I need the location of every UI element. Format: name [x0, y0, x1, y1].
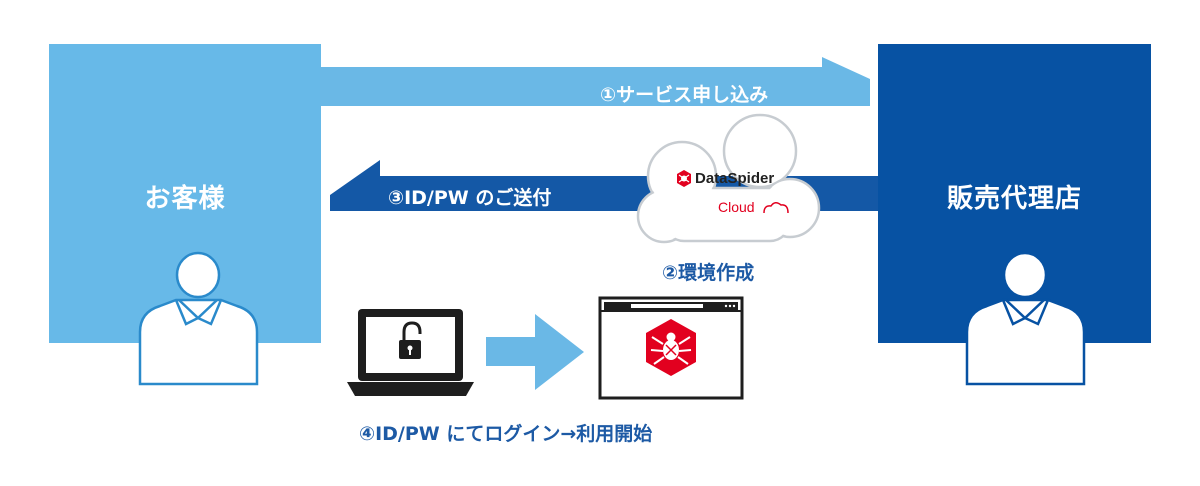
person-icon [965, 251, 1086, 386]
reseller-label: 販売代理店 [946, 184, 1082, 214]
step2-label: ②環境作成 [662, 262, 755, 284]
cloud-brand-name: DataSpider [695, 170, 775, 187]
cloud-product-name: Cloud [718, 199, 755, 215]
step4-arrow [486, 314, 584, 390]
step1-arrow [320, 57, 870, 106]
dataspider-spider-logo-icon [677, 170, 691, 187]
customer-label: お客様 [144, 184, 226, 214]
laptop-with-unlocked-padlock-icon [347, 309, 474, 396]
step3-label: ③ID/PW のご送付 [388, 187, 552, 209]
step1-label: ①サービス申し込み [600, 84, 769, 106]
step4-label: ④ID/PW にてログイン→利用開始 [359, 423, 653, 445]
dataspider-spider-logo-icon [646, 319, 696, 376]
person-icon [138, 251, 259, 386]
cloud-mini-icon [763, 202, 789, 214]
